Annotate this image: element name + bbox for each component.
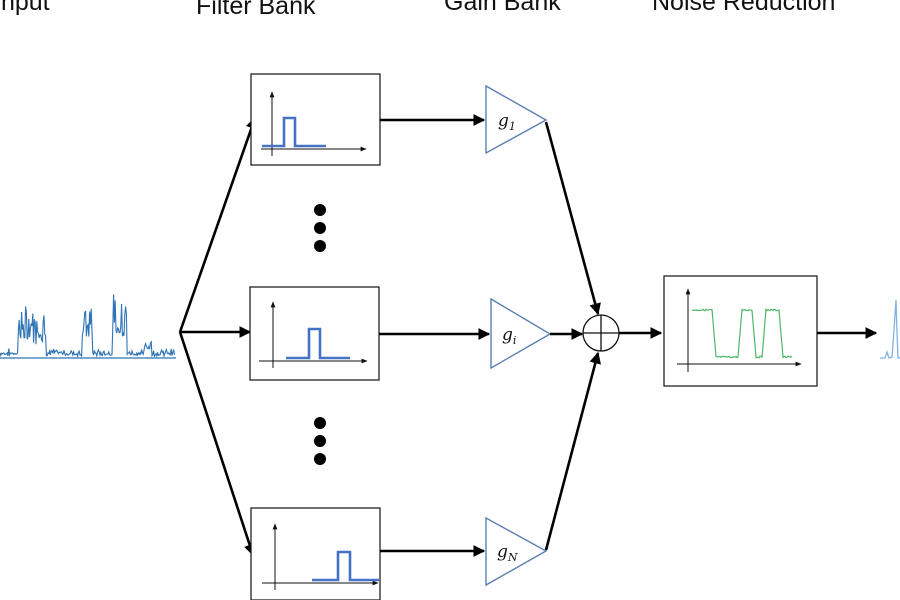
gain-i: gi [490,297,552,370]
title-filter-bank: Filter Bank [196,0,316,20]
input-signal [0,294,175,359]
filter-n [250,507,381,600]
gain-n: gN [485,516,548,587]
gain-1-subscript: 1 [509,120,516,133]
gain-i-subscript: i [513,334,517,347]
ellipsis-dot [314,240,326,252]
filter-i [249,286,380,381]
wire-gain-1-to-sum [544,121,601,316]
svg-text:gN: gN [497,542,518,564]
denoised-signal [691,307,793,359]
output-signal [880,299,900,359]
ellipsis-dot [314,204,326,216]
noise-reduction-block [663,275,818,387]
split-wire-top [178,116,258,333]
title-noise-reduction: Noise Reduction [652,0,835,16]
ellipsis-dot [314,222,326,234]
ellipsis-dot [314,417,326,429]
filter-n-passband [312,550,379,582]
ellipsis-dot [314,435,326,447]
filter-1 [250,73,381,166]
title-gain-bank: Gain Bank [444,0,561,16]
filter-i-passband [286,327,350,360]
svg-text:gi: gi [502,325,516,347]
gain-1: g1 [485,84,548,155]
gain-n-symbol: g [497,542,508,562]
title-input: Input [0,0,50,16]
split-wire-bottom [178,331,256,557]
wire-gain-n-to-sum [544,351,601,551]
ellipsis-dot [314,453,326,465]
gain-n-subscript: N [507,551,518,564]
gain-i-symbol: g [502,325,513,345]
svg-text:g1: g1 [498,111,516,133]
filter-1-passband [262,116,326,148]
gain-1-symbol: g [498,111,509,131]
summing-junction [582,314,620,352]
